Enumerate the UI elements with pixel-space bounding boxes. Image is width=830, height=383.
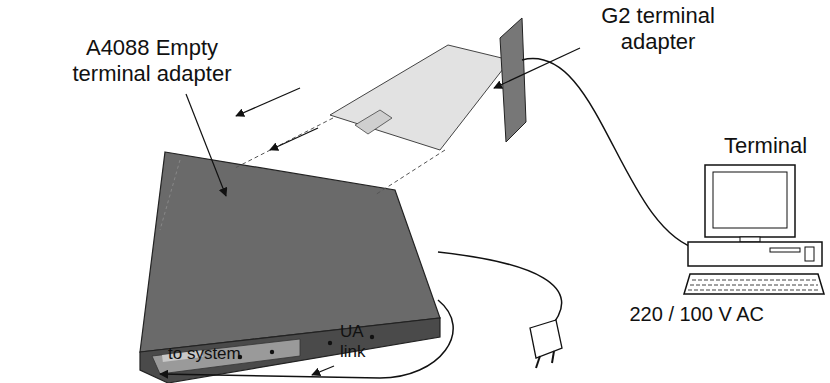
supply-label: 220 / 100 V AC (612, 302, 764, 326)
leader-line (312, 366, 334, 375)
box-front (140, 318, 440, 383)
signal-label: UA link (340, 322, 380, 363)
card-board (330, 45, 510, 150)
leader-line (494, 48, 580, 88)
led (370, 335, 374, 339)
insert-guide (235, 118, 333, 168)
slot-guide (160, 160, 180, 230)
monitor (705, 165, 795, 237)
drive-slot (770, 248, 800, 252)
plug-body (530, 320, 562, 358)
part-label: Terminal (724, 133, 824, 159)
drive-slot (805, 247, 814, 261)
insert-arrow (236, 88, 300, 116)
front-panel (152, 339, 300, 374)
keyboard (684, 274, 824, 294)
insert-guide (375, 150, 445, 195)
power-plug (530, 320, 562, 368)
plug-pin (536, 356, 540, 368)
leader-line (186, 94, 226, 196)
adapter-card (235, 18, 526, 195)
system-unit (688, 242, 822, 266)
power-cord (438, 252, 562, 330)
terminal-computer (684, 165, 824, 294)
part-label: G2 terminal adapter (588, 3, 728, 56)
card-tab (355, 110, 392, 134)
terminal-cable (522, 59, 700, 250)
adapter-box (140, 152, 440, 383)
screen (713, 172, 787, 228)
system-cable (160, 300, 453, 378)
plug-pin (552, 351, 554, 363)
keys (688, 280, 820, 290)
card-bracket (500, 18, 526, 142)
signal-label: to system (168, 344, 288, 364)
part-label: A4088 Empty terminal adapter (52, 35, 252, 88)
led (270, 350, 274, 354)
insert-arrow (270, 128, 318, 150)
led (328, 341, 332, 345)
